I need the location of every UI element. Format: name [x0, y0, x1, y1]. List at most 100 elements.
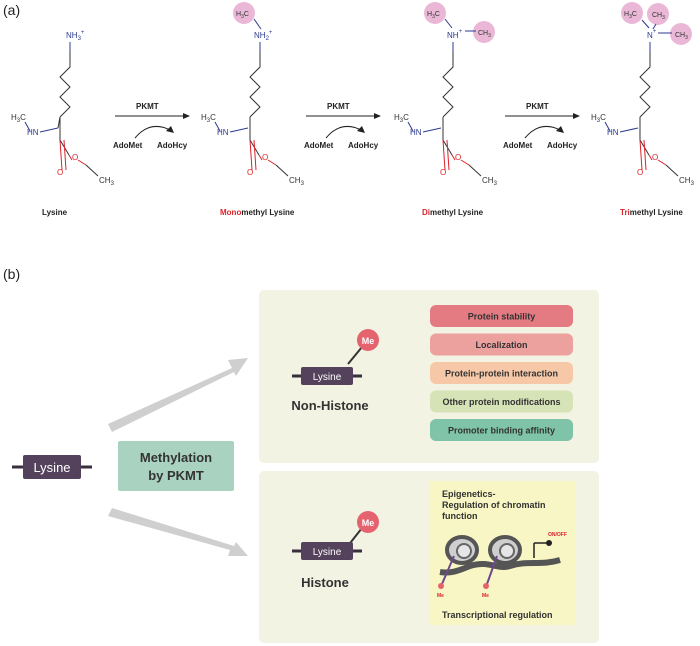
- bond: [63, 139, 67, 171]
- bond: [229, 127, 249, 133]
- lysine-block-label: Lysine: [33, 460, 70, 475]
- function-pill: [430, 390, 573, 413]
- molecule-monomethyl: H3C NH2+ HN H3C O O CH3: [201, 2, 305, 187]
- methyl-highlight: [647, 3, 669, 25]
- atom-h3c-methyl: H3C: [427, 11, 440, 20]
- lysine-block: [301, 542, 353, 560]
- methyl-highlight: [233, 2, 255, 24]
- bond: [77, 159, 87, 166]
- arrow-head: [183, 113, 190, 119]
- methylation-box: [118, 441, 234, 491]
- nuc-me-label: Me: [482, 593, 489, 599]
- atom-h3c: H3C: [201, 113, 216, 124]
- bond: [444, 18, 453, 29]
- bond: [59, 139, 63, 171]
- histone-tail: [441, 555, 455, 585]
- atom-o-double: O: [637, 168, 643, 177]
- atom-o-ester: O: [262, 153, 268, 162]
- label-monomethyl-lysine: Monomethyl Lysine: [220, 208, 295, 217]
- atom-nh: NH+: [447, 29, 463, 40]
- function-pill: [430, 305, 573, 327]
- atom-h3c: H3C: [591, 113, 606, 124]
- enzyme-label: PKMT: [327, 102, 350, 111]
- atom-o-ester: O: [455, 153, 461, 162]
- side-chain: [59, 52, 71, 118]
- cofactor-out: AdoHcy: [547, 141, 578, 150]
- atom-h3c-methyl: H3C: [624, 11, 637, 20]
- bond: [253, 139, 257, 171]
- nucleosome-1: Me: [437, 535, 479, 599]
- nuc-me-label: Me: [437, 593, 444, 599]
- cofactor-in: AdoMet: [304, 141, 334, 150]
- atom-ch3: CH3: [289, 176, 305, 187]
- histone-label: Histone: [301, 575, 349, 590]
- side-chain: [442, 52, 454, 118]
- atom-hn: HN: [410, 128, 422, 137]
- bond: [39, 127, 59, 133]
- function-pill: [430, 362, 573, 384]
- non-histone-lysine: Me Lysine: [292, 329, 379, 385]
- atom-nh3: NH3+: [66, 30, 85, 42]
- atom-h3c: H3C: [11, 113, 26, 124]
- atom-o-double: O: [247, 168, 253, 177]
- atom-hn: HN: [27, 128, 39, 137]
- bond: [24, 121, 31, 132]
- lysine-block: [301, 367, 353, 385]
- lysine-block-label: Lysine: [313, 547, 342, 558]
- bond: [275, 164, 289, 177]
- function-label: Protein stability: [468, 312, 536, 322]
- atom-ch3-methyl: CH3: [675, 32, 688, 41]
- arrow-to-histone: [108, 508, 248, 556]
- methylation-label-line1: Methylation: [140, 450, 212, 465]
- molecule-lysine: NH3+ HN H3C O O CH3: [11, 30, 115, 187]
- atom-nh2: NH2+: [254, 30, 273, 42]
- lysine-block: [23, 455, 81, 479]
- atom-o-double: O: [440, 168, 446, 177]
- bond: [657, 159, 667, 166]
- cofactor-curve: [325, 125, 362, 139]
- atom-n: N+: [647, 29, 657, 40]
- bond: [643, 139, 647, 171]
- side-chain: [639, 52, 651, 118]
- cofactor-out: AdoHcy: [348, 141, 379, 150]
- atom-o-ester: O: [72, 153, 78, 162]
- nucleosome-2: Me: [482, 535, 522, 599]
- nuc-me-dot: [438, 583, 444, 589]
- atom-ch3: CH3: [99, 176, 115, 187]
- bond: [68, 154, 73, 161]
- methyl-highlight: [424, 2, 446, 24]
- bond: [249, 139, 253, 171]
- arrow-to-non-histone: [108, 358, 248, 432]
- me-circle: [357, 329, 379, 351]
- atom-h3c-methyl: H3C: [236, 11, 249, 20]
- atom-ch3-methyl: CH3: [652, 12, 665, 21]
- chromatin-illustration: Me Me ON/OFF: [437, 532, 567, 599]
- function-label: Localization: [475, 340, 527, 350]
- bond: [641, 19, 650, 29]
- bond: [460, 159, 470, 166]
- function-pill: [430, 419, 573, 441]
- cofactor-head: [357, 126, 365, 133]
- cofactor-in: AdoMet: [113, 141, 143, 150]
- bond: [648, 154, 653, 161]
- bond: [451, 154, 456, 161]
- dna-strand: [439, 557, 561, 576]
- molecule-dimethyl: H3C CH3 NH+ HN H3C O O CH3: [394, 2, 498, 187]
- panel-b-tag: (b): [3, 266, 20, 282]
- arrow-head: [573, 113, 580, 119]
- histone-tail: [486, 555, 498, 585]
- bond: [253, 18, 262, 30]
- methyl-highlight: [473, 21, 495, 43]
- me-stalk: [347, 346, 363, 365]
- atom-o-double: O: [57, 168, 63, 177]
- left-lysine-block: Lysine: [12, 455, 92, 479]
- cofactor-in: AdoMet: [503, 141, 533, 150]
- bond: [422, 127, 442, 133]
- bond: [214, 121, 221, 132]
- methyl-highlight: [670, 23, 692, 45]
- label-lysine: Lysine: [42, 208, 68, 217]
- atom-h3c: H3C: [394, 113, 409, 124]
- bond: [446, 139, 450, 171]
